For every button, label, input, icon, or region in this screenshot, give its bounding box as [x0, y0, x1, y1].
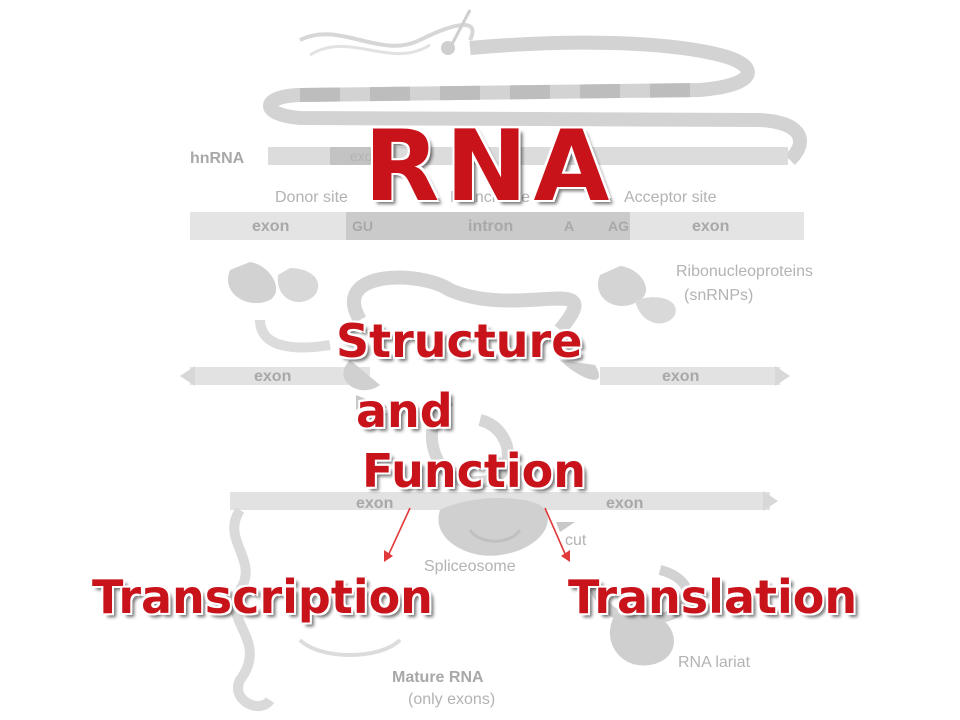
a-label: A	[564, 218, 574, 234]
transcription-heading: Transcription	[92, 570, 433, 624]
subtitle-and: and	[356, 384, 453, 438]
gu-label: GU	[352, 218, 373, 234]
cut-label-upper: cut	[366, 402, 388, 419]
spliceosome-label: Spliceosome	[424, 558, 516, 575]
exon-label-right: exon	[692, 218, 729, 235]
slide-title: RNA	[364, 110, 616, 224]
exon-label-mid-left: exon	[254, 368, 291, 385]
mature-rna-label: Mature RNA	[392, 669, 484, 686]
subtitle-structure: Structure	[336, 314, 583, 368]
exon-label-lower-right: exon	[606, 495, 643, 512]
acceptor-site-label: Acceptor site	[624, 189, 717, 206]
exon-label-lower-left: exon	[356, 495, 393, 512]
branch-site-label: Branch site	[450, 189, 530, 206]
snrnps-label: (snRNPs)	[684, 287, 753, 304]
subtitle-function: Function	[362, 444, 587, 498]
exon-label-mid-right: exon	[662, 368, 699, 385]
exon-label-top: exon	[350, 148, 380, 164]
ribonucleoproteins-label: Ribonucleoproteins	[676, 263, 813, 280]
rna-lariat-label: RNA lariat	[678, 654, 751, 671]
only-exons-label: (only exons)	[408, 691, 495, 708]
hnrna-label: hnRNA	[190, 150, 245, 167]
intron-label: intron	[468, 218, 513, 235]
donor-site-label: Donor site	[275, 189, 348, 206]
exon-label-left: exon	[252, 218, 289, 235]
ag-label: AG	[608, 218, 629, 234]
translation-heading: Translation	[568, 570, 858, 624]
cut-label-lower: cut	[565, 532, 587, 549]
